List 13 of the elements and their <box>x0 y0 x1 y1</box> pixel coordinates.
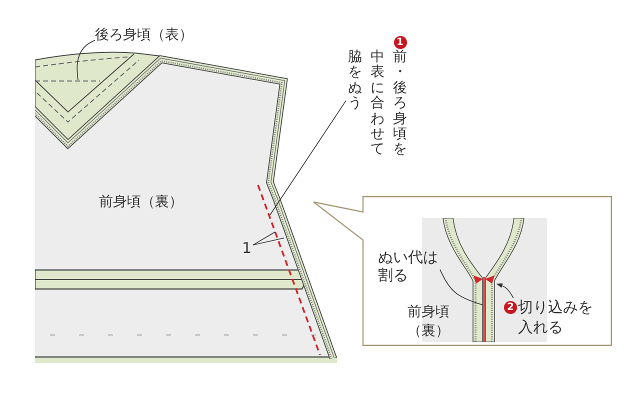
callout-balloon <box>313 196 612 346</box>
step-number: 1 <box>394 36 406 48</box>
part-label: 前身頃（裏） <box>99 193 183 212</box>
instruction-text: 切り込みを入れる <box>518 298 594 337</box>
instruction-text: ぬい代は割る <box>378 248 440 284</box>
part-label: 後ろ身頃（表） <box>95 26 199 44</box>
leader-line <box>270 100 346 216</box>
leader-arrow <box>496 283 514 298</box>
part-label: 前身頃（裏） <box>406 303 450 341</box>
dimension-label: 1 <box>242 239 252 258</box>
leader-line <box>76 40 96 80</box>
leader-line <box>440 269 484 306</box>
instruction-text: 前・後ろ身頃を中表に合わせて脇をぬう <box>348 50 407 160</box>
